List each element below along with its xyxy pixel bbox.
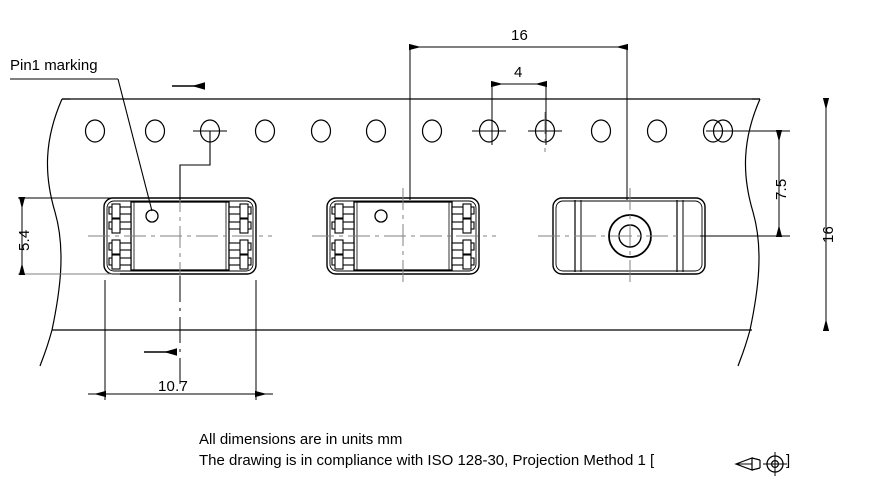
dimension-4-sprocket-pitch [491, 80, 547, 145]
carrier-tape-body [39, 98, 761, 367]
dimension-16-pitch-value: 16 [511, 27, 529, 44]
tape-right-break-line [737, 98, 761, 367]
sprocket-hole [365, 119, 387, 143]
dimension-4-sprocket-pitch-value: 4 [514, 64, 523, 81]
lead-group-right [451, 203, 475, 270]
lead-foot [334, 218, 344, 234]
dimension-5p4-pocket-width [18, 197, 130, 275]
sprocket-hole [310, 119, 332, 143]
first-angle-projection-symbol [734, 452, 787, 476]
lead-foot [334, 203, 344, 219]
projection-cone-top [751, 457, 761, 461]
lead-foot [111, 203, 121, 219]
note-iso-compliance: The drawing is in compliance with ISO 12… [199, 452, 655, 469]
dimension-7p5-edge-to-center-value: 7.5 [773, 178, 790, 200]
lead-foot [334, 254, 344, 270]
pin1-marking-label: Pin1 marking [10, 57, 98, 74]
sprocket-hole [646, 119, 668, 143]
sprocket-hole [84, 119, 106, 143]
lead-foot [239, 218, 249, 234]
lead-group-left [108, 203, 132, 270]
pin1-step-leader [179, 131, 211, 200]
note-units: All dimensions are in units mm [199, 431, 403, 448]
note-iso-bracket-close: ] [786, 452, 791, 469]
lead-foot [239, 239, 249, 255]
dimension-7p5-edge-to-center [700, 130, 790, 237]
pin1-leader-lines [10, 78, 211, 212]
component-package-front-left [103, 197, 257, 275]
sprocket-hole [144, 119, 166, 143]
lead-foot [111, 218, 121, 234]
tape-left-break-line [39, 98, 63, 367]
dimension-16-pitch [409, 43, 628, 200]
pin1-dot [374, 209, 388, 223]
lead-foot [462, 218, 472, 234]
lead-foot [462, 254, 472, 270]
sprocket-hole [254, 119, 276, 143]
centerlines [88, 112, 722, 286]
lead-foot [334, 239, 344, 255]
lead-foot [462, 239, 472, 255]
lead-foot [239, 203, 249, 219]
lead-foot [111, 239, 121, 255]
dimension-10p7-offset [88, 280, 273, 400]
sprocket-hole [421, 119, 443, 143]
pin1-leader-line [117, 78, 153, 212]
feed-direction-arrows [144, 82, 205, 356]
dimension-10p7-offset-value: 10.7 [158, 378, 188, 395]
lead-group-left [331, 203, 355, 270]
pin1-dot [145, 209, 159, 223]
lead-foot [239, 254, 249, 270]
lead-group-right [228, 203, 252, 270]
sprocket-hole [590, 119, 612, 143]
dimension-5p4-pocket-width-value: 5.4 [16, 229, 33, 251]
lead-foot [462, 203, 472, 219]
projection-cone-bottom [751, 467, 761, 471]
lead-foot [111, 254, 121, 270]
dimension-16-tape-width-value: 16 [820, 225, 837, 243]
sprocket-hole-row [84, 119, 740, 143]
